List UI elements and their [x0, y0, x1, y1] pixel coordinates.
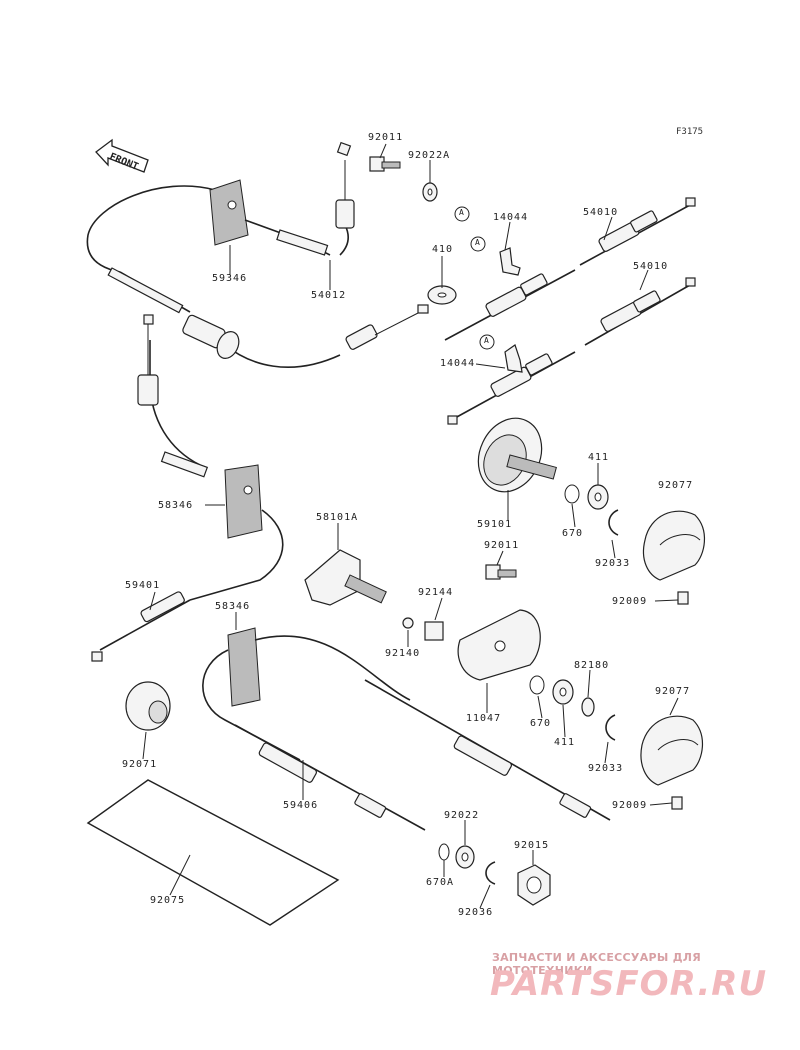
- cable-bracket-59346-top: [209, 179, 331, 256]
- part-label: 58101A: [316, 512, 359, 523]
- part-label: 92144: [418, 587, 454, 598]
- part-label: 92009: [612, 800, 648, 811]
- knob-92077-top: [642, 510, 705, 581]
- lever-58101A: [304, 549, 387, 606]
- part-label: 58346: [215, 601, 251, 612]
- cable-bracket-58346: [137, 314, 284, 601]
- part-label: 411: [554, 737, 576, 748]
- bolt-92011-mid: [485, 564, 517, 580]
- part-label: 670: [562, 528, 584, 539]
- housing-11047: [457, 609, 541, 681]
- washer-411-top: [587, 484, 609, 510]
- bolt-92011-top: [369, 156, 401, 172]
- part-label: 92077: [655, 686, 691, 697]
- part-label: 59101: [477, 519, 513, 530]
- part-label: 14044: [493, 212, 529, 223]
- part-label: 14044: [440, 358, 476, 369]
- watermark-subtitle: ЗАПЧАСТИ И АКСЕССУАРЫ ДЛЯ МОТОТЕХНИКИ: [492, 951, 702, 977]
- part-label: 82180: [574, 660, 610, 671]
- figure-reference: F3175: [676, 127, 704, 137]
- washer-92022: [455, 845, 475, 869]
- part-label: 92022: [444, 810, 480, 821]
- pulley-59101: [477, 417, 557, 493]
- part-label: 92022A: [408, 150, 451, 161]
- part-label: 59406: [283, 800, 319, 811]
- callout-A-top: [454, 206, 470, 222]
- washer-82180: [581, 697, 595, 717]
- circlip-92033-top: [608, 509, 619, 536]
- part-label: 54012: [311, 290, 347, 301]
- part-label: 59346: [212, 273, 248, 284]
- circlip-92036: [485, 861, 496, 885]
- part-label: 59401: [125, 580, 161, 591]
- top-throttle-cable: [86, 185, 429, 368]
- knob-92077-bot: [640, 715, 703, 786]
- pad-92075: [86, 779, 340, 926]
- part-label: 92033: [588, 763, 624, 774]
- part-label: 54010: [583, 207, 619, 218]
- cable-bracket-58346-lower: [202, 627, 411, 761]
- part-label: 670A: [426, 877, 455, 888]
- cable-end-54012: [335, 141, 355, 256]
- nut-92015: [517, 864, 551, 906]
- part-label: 92011: [368, 132, 404, 143]
- part-label: 92011: [484, 540, 520, 551]
- cable-pair-lower: [447, 277, 696, 425]
- part-label: 410: [432, 244, 454, 255]
- screw-92009-top: [677, 591, 689, 605]
- leader-lines: [142, 143, 679, 909]
- callout-letter: A: [459, 208, 465, 217]
- callout-letter: A: [475, 238, 481, 247]
- part-label: 54010: [633, 261, 669, 272]
- circlip-92033-bot: [605, 714, 616, 741]
- washer-410: [427, 285, 457, 305]
- part-label: 92071: [122, 759, 158, 770]
- clip-14044-top: [470, 236, 521, 276]
- part-label: 58346: [158, 500, 194, 511]
- cable-pair-upper: [444, 197, 696, 341]
- part-label: 92140: [385, 648, 421, 659]
- cable-59401: [91, 591, 191, 662]
- callout-letter: A: [484, 336, 490, 345]
- part-label: 11047: [466, 713, 502, 724]
- part-label: 670: [530, 718, 552, 729]
- part-label: 92009: [612, 596, 648, 607]
- screw-92009-bot: [671, 796, 683, 810]
- oring-670-bot: [529, 675, 545, 695]
- ball-92140: [402, 617, 414, 629]
- part-label: 92033: [595, 558, 631, 569]
- spring-92144: [424, 621, 444, 641]
- washer-92022A: [422, 182, 438, 202]
- grommet-92071: [125, 681, 171, 731]
- part-label: 92077: [658, 480, 694, 491]
- watermark-brand: PARTSFOR.RU: [490, 964, 768, 1004]
- clip-14044-mid: [479, 334, 523, 373]
- front-arrow-icon: [95, 138, 149, 173]
- part-label: 92015: [514, 840, 550, 851]
- part-label: 411: [588, 452, 610, 463]
- part-label: 92075: [150, 895, 186, 906]
- cable-59406: [234, 679, 611, 831]
- oring-670A: [438, 843, 450, 861]
- washer-411-bot: [552, 679, 574, 705]
- part-label: 92036: [458, 907, 494, 918]
- oring-670-top: [564, 484, 580, 504]
